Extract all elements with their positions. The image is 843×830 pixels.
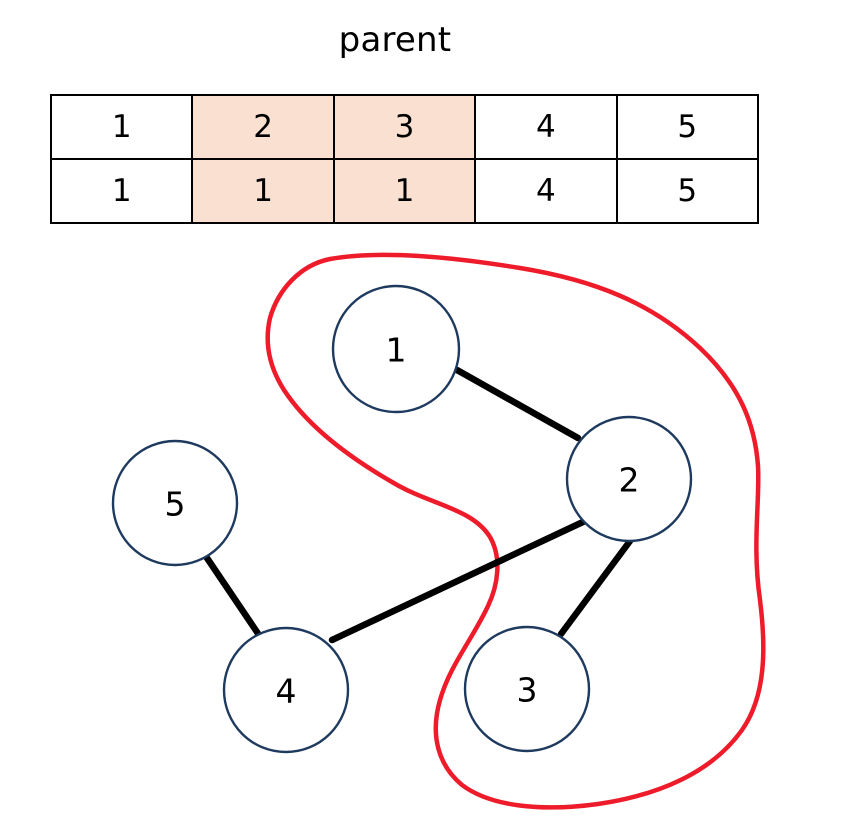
node-circle-5[interactable]	[111, 439, 239, 567]
node-circle-4[interactable]	[222, 626, 350, 754]
parent-array-table: 1 2 3 4 5 1 1 1 4 5	[49, 94, 760, 224]
table-cell-parent-3: 1	[332, 158, 477, 224]
node-label-1: 1	[386, 331, 407, 370]
table-cell-index-2: 2	[191, 94, 335, 160]
node-label-4: 4	[276, 672, 297, 711]
edge-2-4	[328, 517, 589, 644]
node-circle-3[interactable]	[463, 625, 591, 753]
table-cell-parent-2: 1	[191, 158, 335, 224]
node-circle-1[interactable]	[331, 284, 461, 414]
page-title: parent	[338, 20, 452, 60]
edge-1-2	[453, 366, 582, 442]
node-label-5: 5	[165, 485, 186, 524]
table-row-index: 1 2 3 4 5	[49, 94, 760, 160]
red-enclosure-loop	[265, 252, 766, 810]
graph-node-5[interactable]: 5	[111, 439, 239, 567]
table-cell-parent-5: 5	[615, 158, 760, 224]
table-cell-parent-1: 1	[49, 158, 194, 224]
graph-node-2[interactable]: 2	[565, 415, 693, 543]
node-label-2: 2	[619, 461, 640, 500]
edge-2-3	[557, 537, 634, 638]
graph-edges	[203, 366, 634, 644]
table-row-parent: 1 1 1 4 5	[49, 158, 760, 224]
graph-node-3[interactable]: 3	[463, 625, 591, 753]
table-cell-index-1: 1	[49, 94, 194, 160]
table-cell-index-3: 3	[332, 94, 477, 160]
graph-node-4[interactable]: 4	[222, 626, 350, 754]
table-cell-index-5: 5	[615, 94, 760, 160]
table-cell-index-4: 4	[474, 94, 618, 160]
node-label-3: 3	[517, 671, 538, 710]
edge-5-4	[203, 554, 265, 642]
node-circle-2[interactable]	[565, 415, 693, 543]
table-cell-parent-4: 4	[474, 158, 618, 224]
graph-node-1[interactable]: 1	[331, 284, 461, 414]
graph-nodes: 1 2 3 4 5	[111, 284, 693, 754]
